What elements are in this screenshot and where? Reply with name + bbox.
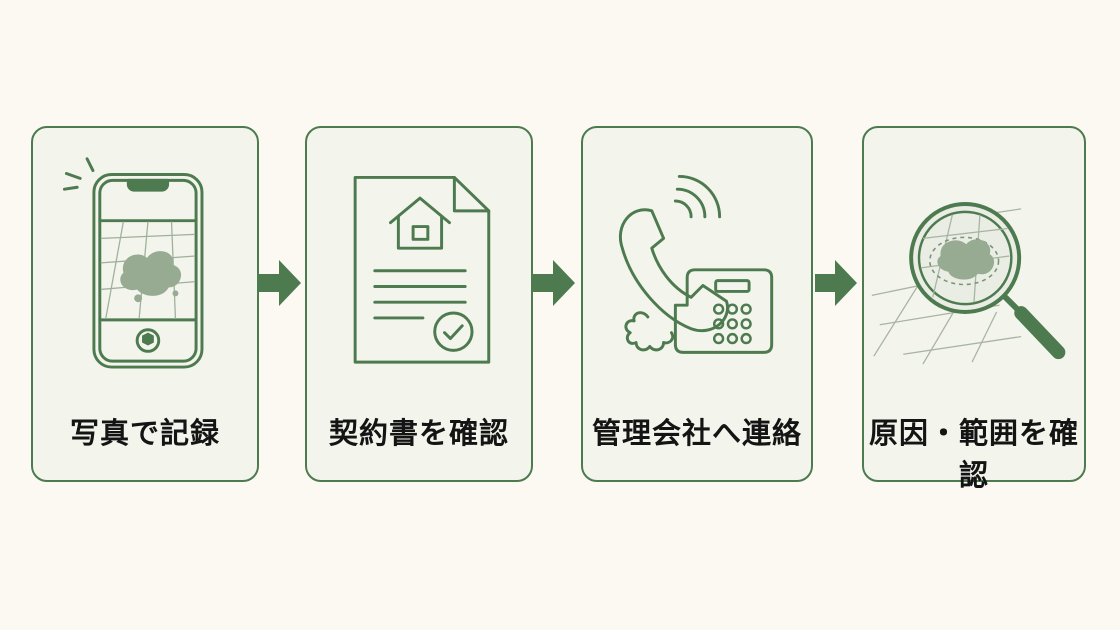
smartphone-camera-icon xyxy=(62,157,204,369)
arrow-right-icon xyxy=(259,260,301,306)
step-label: 契約書を確認 xyxy=(328,416,509,450)
step-card-3: 管理会社へ連絡 xyxy=(581,126,813,482)
contract-document-icon xyxy=(353,175,491,364)
arrow-right-icon xyxy=(815,260,857,306)
arrow-right-icon xyxy=(533,260,575,306)
magnifier-icon xyxy=(871,202,1066,365)
step-label: 管理会社へ連絡 xyxy=(591,416,802,450)
step-card-4: 原因・範囲を確認 xyxy=(862,126,1086,492)
step-card-2: 契約書を確認 xyxy=(305,126,533,482)
step-card-1: 写真で記録 xyxy=(31,126,259,482)
step-label: 写真で記録 xyxy=(69,416,220,450)
step-label: 原因・範囲を確認 xyxy=(868,416,1079,492)
telephone-icon xyxy=(619,174,774,354)
